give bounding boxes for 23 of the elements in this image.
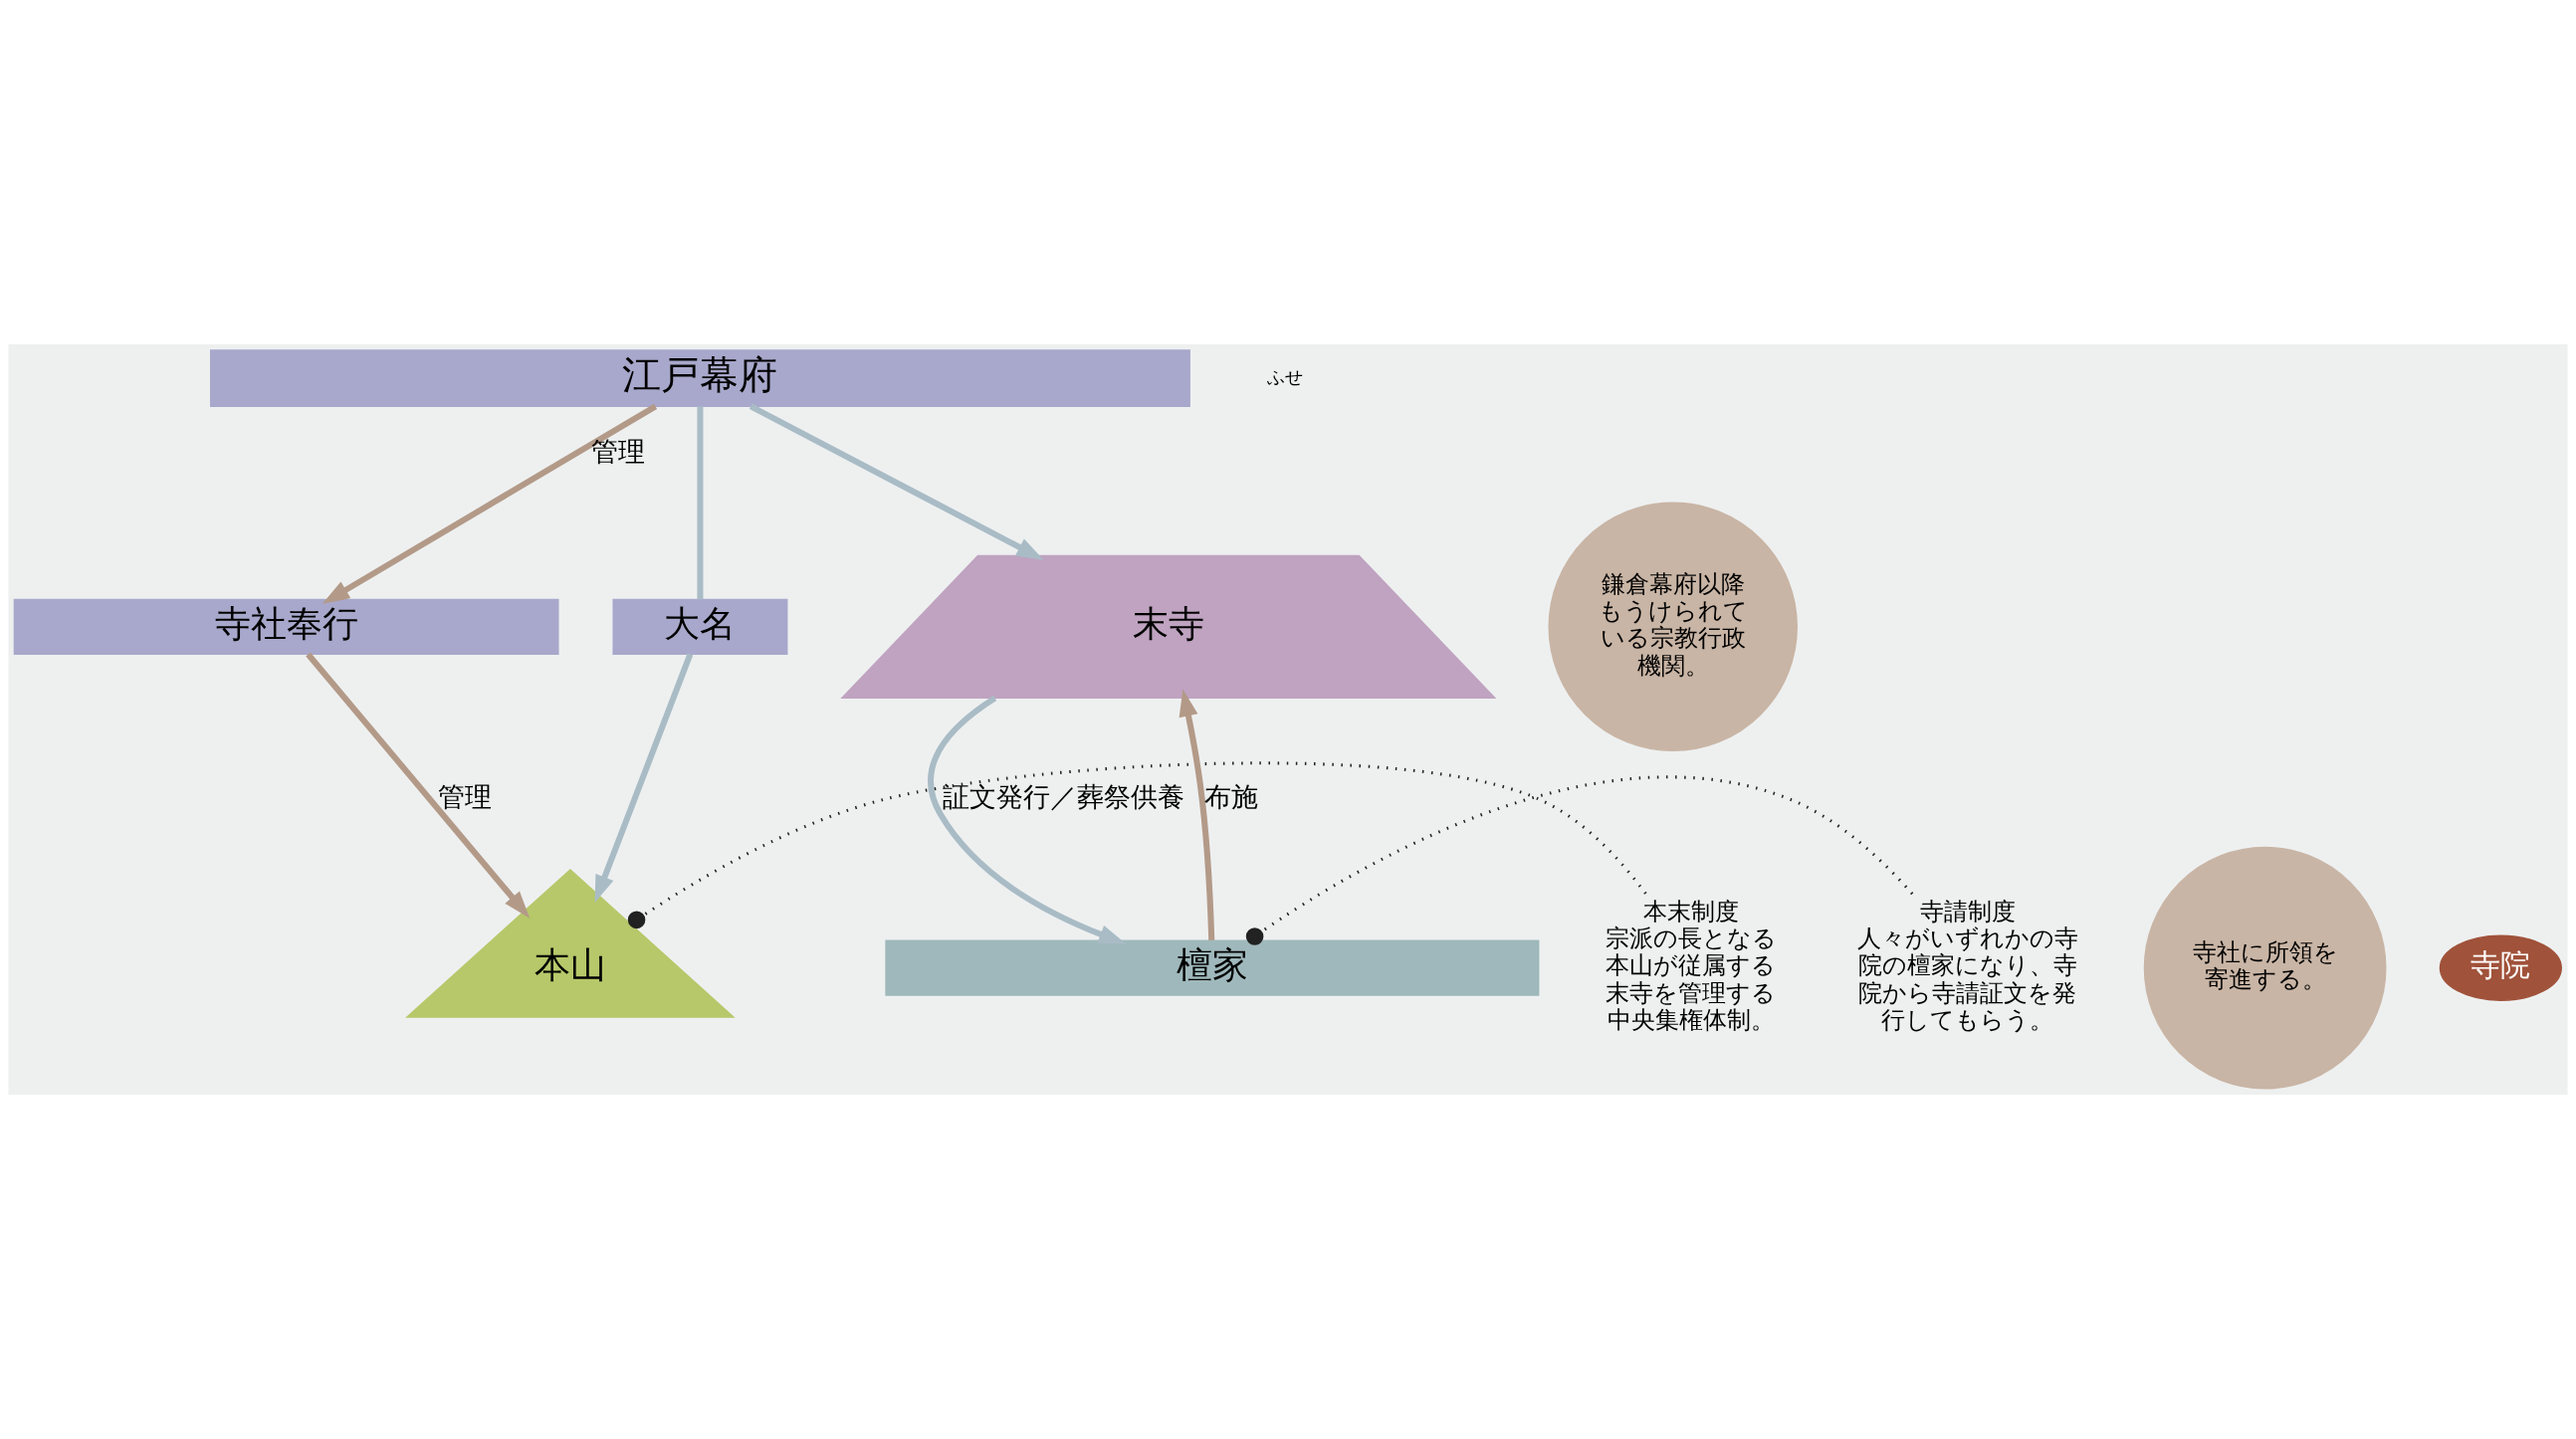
arrow — [322, 403, 658, 604]
node-text: 寺請制度 人々がいずれかの寺院の檀家になり、寺院から寺請証文を発行してもらう。 — [1856, 896, 2078, 1035]
label: ふせ — [1266, 365, 1303, 387]
connector — [1245, 775, 1914, 945]
node-circle: 寺社に所領を寄進する。 — [2143, 846, 2387, 1090]
edge-label: 管理 — [590, 436, 645, 468]
node-box: 寺社奉行 — [13, 598, 559, 655]
arrow — [749, 403, 1044, 560]
node-box: 大名 — [612, 598, 788, 655]
node-ellipse: 寺院 — [2439, 934, 2562, 1001]
node-text: 本末制度 宗派の長となる本山が従属する末寺を管理する中央集権体制。 — [1605, 896, 1777, 1035]
arrow — [594, 653, 694, 904]
edge-label: 証文発行／葬祭供養 — [942, 780, 1184, 812]
arrow — [1179, 689, 1215, 940]
edge-label: 布施 — [1203, 780, 1258, 812]
node-circle: 鎌倉幕府以降もうけられている宗教行政機関。 — [1548, 502, 1798, 752]
arrow — [928, 695, 1127, 944]
connector — [627, 761, 1647, 929]
connector — [697, 406, 704, 600]
node-box: 江戸幕府 — [210, 349, 1190, 407]
arrow — [306, 652, 531, 919]
node-box: 檀家 — [885, 939, 1540, 996]
edge-label: 管理 — [438, 780, 493, 812]
